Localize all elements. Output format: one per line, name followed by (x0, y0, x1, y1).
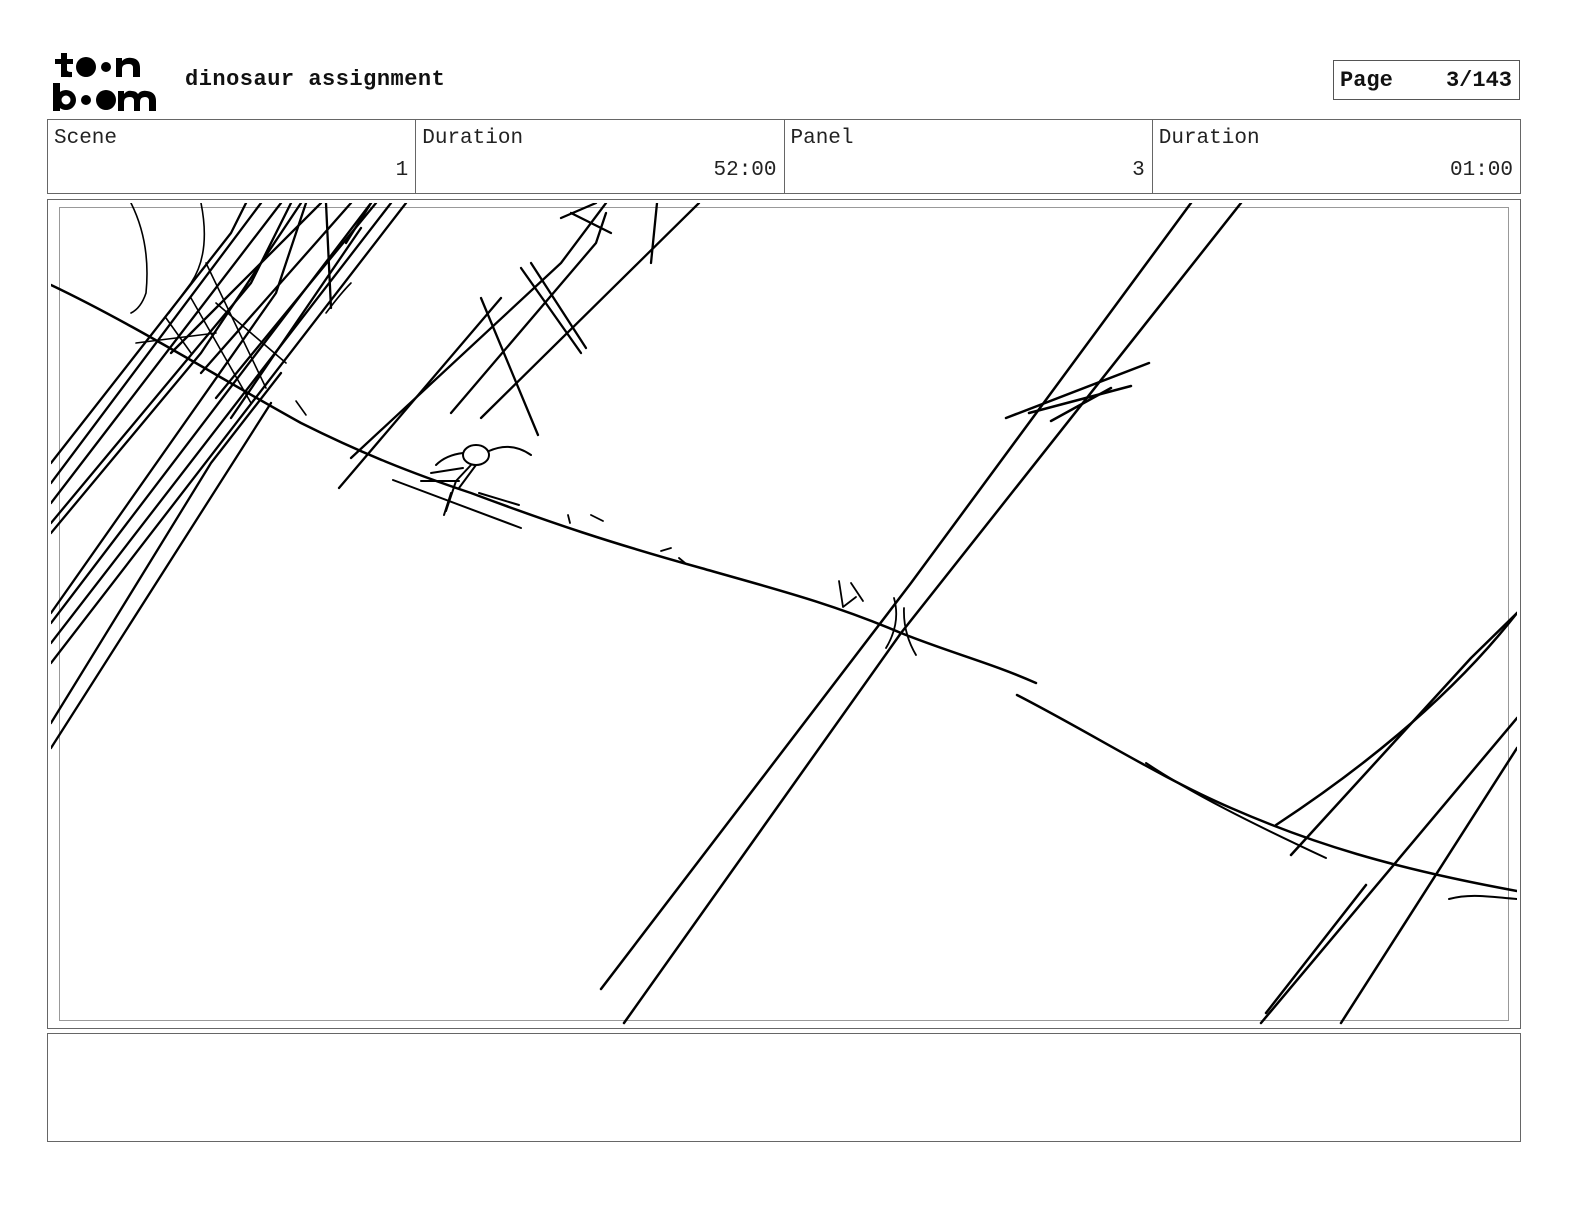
panel-value: 3 (1132, 159, 1145, 182)
page-label: Page (1340, 67, 1393, 93)
panel-info-table: Scene 1 Duration 52:00 Panel 3 Duration … (47, 119, 1521, 194)
scene-duration-label: Duration (422, 127, 524, 150)
toon-boom-logo (53, 53, 156, 111)
info-cell-scene: Scene 1 (48, 120, 417, 193)
scene-value: 1 (395, 159, 409, 182)
page-number: 3/143 (1445, 67, 1512, 93)
document-title: dinosaur assignment (185, 67, 446, 92)
scene-duration-value: 52:00 (713, 159, 777, 182)
panel-safe-area (59, 207, 1509, 1021)
info-cell-panel-duration: Duration 01:00 (1153, 120, 1520, 193)
page-indicator: Page 3/143 (1333, 60, 1520, 100)
panel-duration-value: 01:00 (1449, 159, 1513, 182)
info-cell-panel: Panel 3 (785, 120, 1153, 193)
panel-notes-box[interactable] (47, 1033, 1521, 1142)
panel-frame-outer (47, 199, 1521, 1029)
scene-label: Scene (54, 127, 118, 150)
info-cell-scene-duration: Duration 52:00 (416, 120, 785, 193)
storyboard-sketch (51, 203, 1517, 1025)
panel-label: Panel (790, 127, 854, 150)
panel-duration-label: Duration (1158, 127, 1260, 150)
